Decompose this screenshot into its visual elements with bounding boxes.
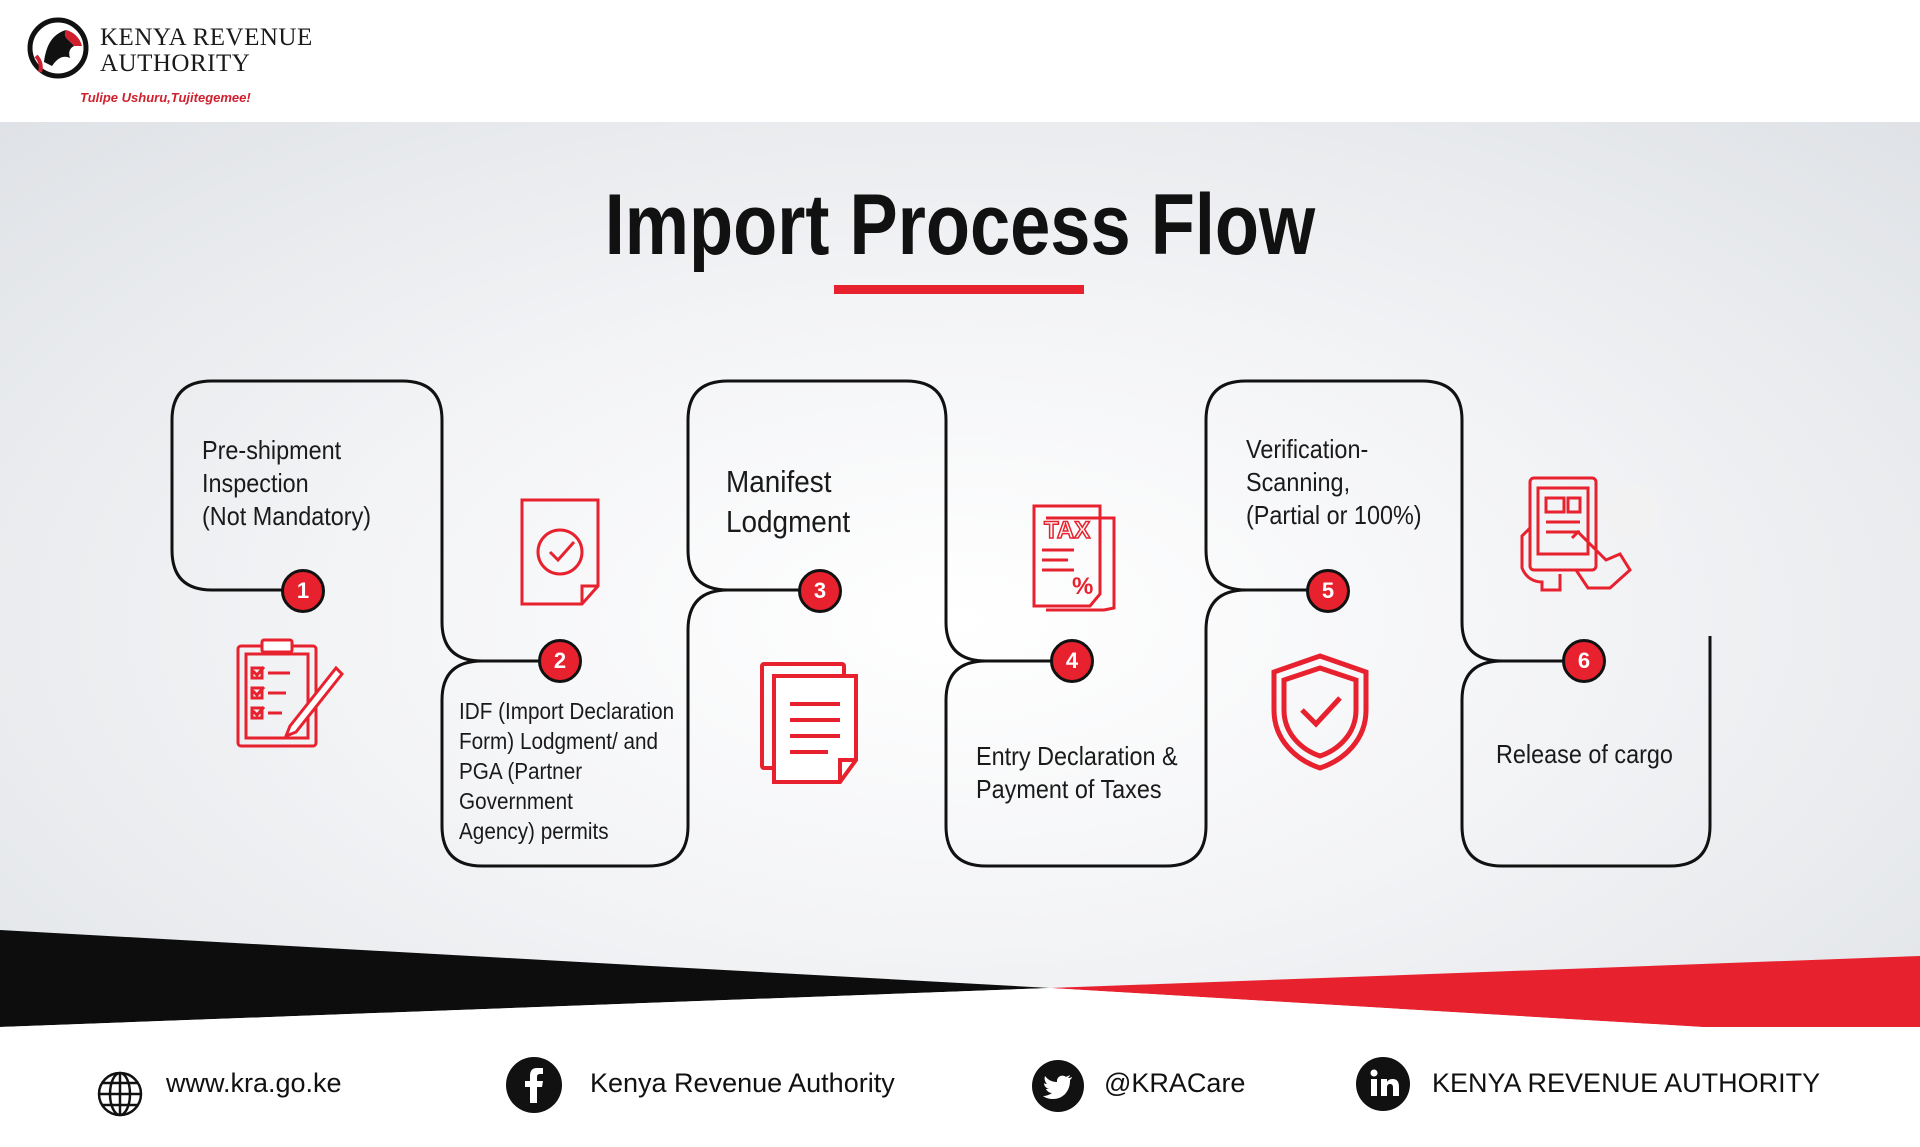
step-2-badge: 2 [538, 639, 582, 683]
document-check-icon [520, 498, 600, 606]
step-4-text: Entry Declaration & Payment of Taxes [976, 741, 1178, 804]
logo-tagline: Tulipe Ushuru,Tujitegemee! [80, 90, 251, 105]
footer-twitter[interactable]: @KRACare [1104, 1068, 1246, 1098]
logo-name-line1: KENYA REVENUE [100, 24, 313, 51]
step-2-text: IDF (Import Declaration Form) Lodgment/ … [459, 698, 675, 844]
logo-name-line2: AUTHORITY [100, 50, 251, 77]
facebook-icon[interactable] [506, 1055, 562, 1115]
step-5-text: Verification- Scanning, (Partial or 100%… [1246, 434, 1422, 530]
step-1-badge: 1 [281, 569, 325, 613]
documents-icon [760, 662, 858, 784]
step-1-text: Pre-shipment Inspection (Not Mandatory) [202, 435, 372, 531]
globe-icon [97, 1071, 143, 1117]
clipboard-checklist-icon [236, 638, 345, 748]
twitter-icon[interactable] [1032, 1056, 1084, 1116]
step-6-badge: 6 [1562, 639, 1606, 683]
svg-text:%: % [1072, 573, 1093, 600]
linkedin-icon[interactable] [1356, 1054, 1410, 1114]
step-4-badge: 4 [1050, 639, 1094, 683]
shield-check-icon [1271, 653, 1369, 771]
tax-receipt-icon: TAX % [1032, 504, 1116, 612]
black-stripe [0, 930, 1050, 1027]
step-3-text: Manifest Lodgment [726, 464, 851, 539]
footer-facebook[interactable]: Kenya Revenue Authority [590, 1068, 895, 1098]
footer-website[interactable]: www.kra.go.ke [166, 1068, 342, 1098]
step-6-text: Release of cargo [1496, 739, 1673, 769]
flow-path [170, 379, 1712, 868]
title-underline [834, 285, 1084, 294]
header: KENYA REVENUE AUTHORITY Tulipe Ushuru,Tu… [0, 0, 1920, 122]
cargo-scan-icon [1520, 476, 1660, 592]
red-stripe [1050, 956, 1920, 1040]
main-panel [0, 122, 1920, 1027]
svg-text:TAX: TAX [1044, 517, 1090, 544]
footer [0, 1027, 1920, 1147]
kra-lion-logo-icon [27, 17, 89, 79]
page-title: Import Process Flow [604, 177, 1316, 273]
step-5-badge: 5 [1306, 569, 1350, 613]
step-3-badge: 3 [798, 569, 842, 613]
footer-linkedin[interactable]: KENYA REVENUE AUTHORITY [1432, 1068, 1821, 1098]
